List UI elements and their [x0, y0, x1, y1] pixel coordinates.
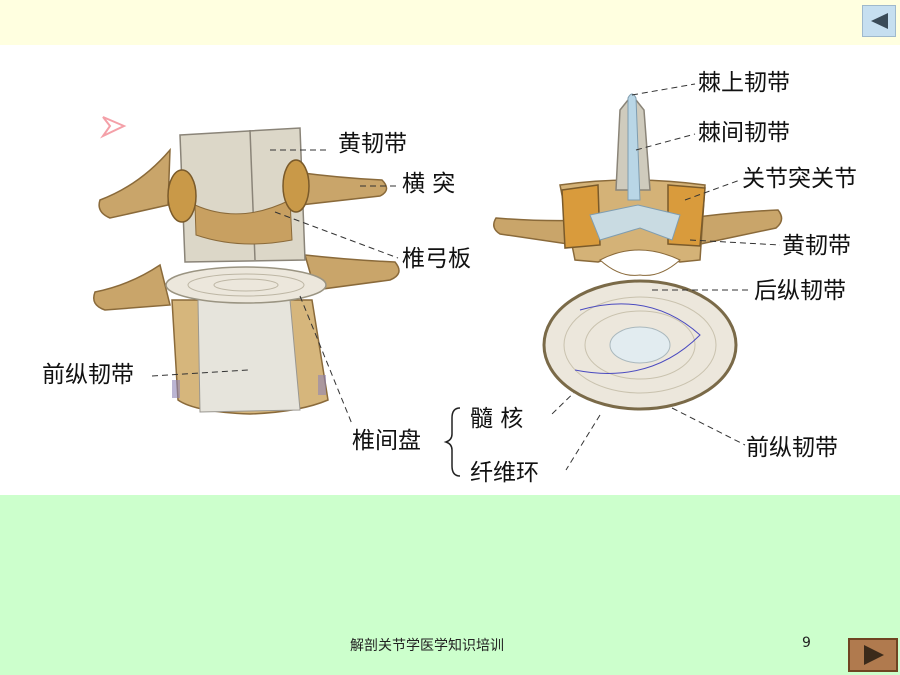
brace-icon	[443, 407, 461, 477]
label-anterior-longitudinal-right: 前纵韧带	[746, 435, 838, 461]
label-annulus-fibrosus: 纤维环	[470, 460, 539, 486]
label-posterior-longitudinal: 后纵韧带	[754, 278, 846, 304]
bottom-band	[0, 495, 900, 675]
label-transverse-process: 横 突	[402, 171, 456, 197]
top-band	[0, 0, 900, 45]
footer-title: 解剖关节学医学知识培训	[350, 638, 504, 654]
previous-slide-button[interactable]	[862, 5, 896, 37]
label-lamina: 椎弓板	[402, 246, 471, 272]
label-nucleus-pulposus: 髓 核	[470, 406, 524, 432]
next-slide-button[interactable]	[848, 638, 898, 672]
label-supraspinous-ligament: 棘上韧带	[698, 70, 790, 96]
label-facet-joint: 关节突关节	[742, 166, 857, 192]
triangle-left-icon	[871, 13, 888, 29]
page-number: 9	[802, 635, 811, 651]
arrowhead-bullet-icon	[100, 116, 127, 139]
label-ligamentum-flavum-left: 黄韧带	[338, 131, 407, 157]
right-vertebra-figure	[493, 93, 783, 411]
label-anterior-longitudinal-left: 前纵韧带	[42, 362, 134, 388]
triangle-right-icon	[864, 645, 884, 665]
label-ligamentum-flavum-right: 黄韧带	[782, 233, 851, 259]
left-vertebra-figure	[93, 127, 400, 415]
label-interspinous-ligament: 棘间韧带	[698, 120, 790, 146]
label-intervertebral-disc: 椎间盘	[352, 428, 421, 454]
